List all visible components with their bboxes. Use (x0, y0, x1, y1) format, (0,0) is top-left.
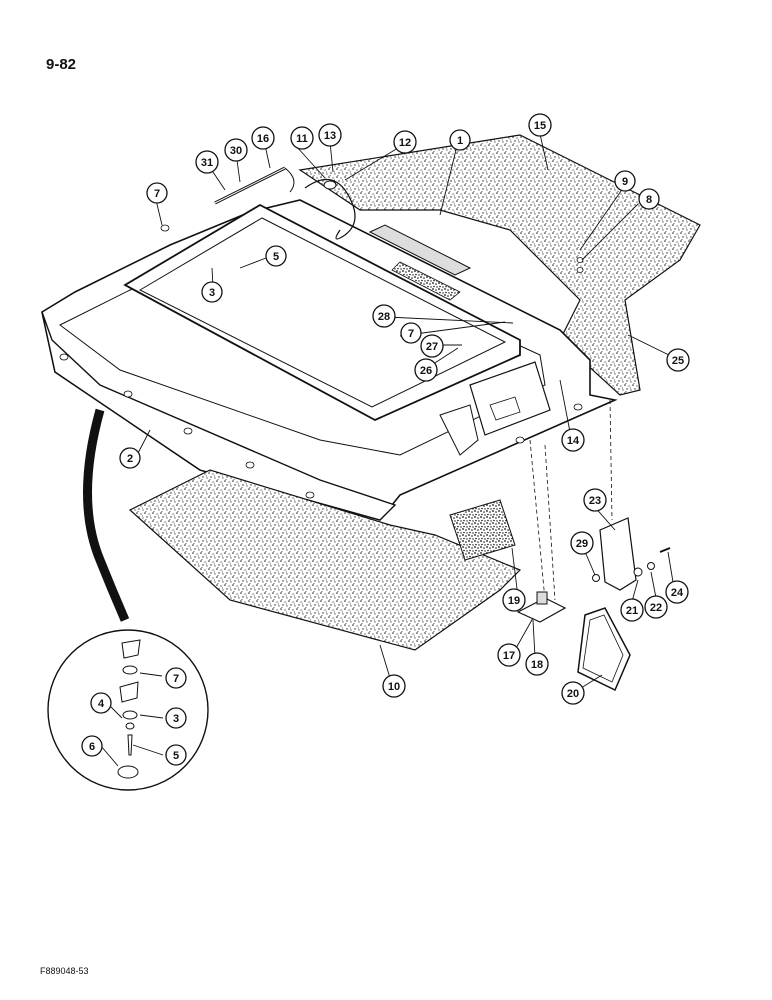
callout-19: 19 (502, 588, 526, 612)
dash-leader-23 (609, 399, 613, 521)
callout-detail-4: 4 (90, 692, 112, 714)
callout-7b: 7 (400, 322, 422, 344)
callout-29-label: 29 (576, 538, 588, 550)
callout-31-label: 31 (201, 157, 213, 169)
detail-arc (83, 408, 130, 622)
light-strip (368, 224, 472, 276)
bracket-23 (599, 517, 637, 591)
callout-25-label: 25 (672, 355, 684, 367)
callout-detail-4-label: 4 (98, 698, 105, 710)
callout-2: 2 (119, 447, 141, 469)
callout-detail-7: 7 (165, 667, 187, 689)
callout-9: 9 (614, 170, 636, 192)
vent-grille (391, 261, 461, 301)
callout-15-label: 15 (534, 120, 546, 132)
page-number: 9-82 (46, 56, 77, 73)
callout-1-label: 1 (457, 135, 463, 147)
callout-26: 26 (414, 358, 438, 382)
callout-17-label: 17 (503, 650, 515, 662)
callout-16-label: 16 (257, 133, 269, 145)
callout-8-label: 8 (646, 194, 652, 206)
callout-24-label: 24 (671, 587, 684, 599)
rod-16-inner (214, 167, 286, 204)
insulation-mat-lower (128, 469, 522, 651)
callout-8: 8 (638, 188, 660, 210)
callout-3: 3 (201, 281, 223, 303)
callout-23-label: 23 (589, 495, 601, 507)
cable-16 (284, 167, 295, 193)
callout-11: 11 (290, 126, 314, 150)
callout-detail-3: 3 (165, 707, 187, 729)
callout-14: 14 (561, 428, 585, 452)
callout-16: 16 (251, 126, 275, 150)
callout-27-label: 27 (426, 341, 438, 353)
callout-30: 30 (224, 138, 248, 162)
callout-13-label: 13 (324, 130, 336, 142)
callout-29: 29 (570, 531, 594, 555)
callout-28: 28 (372, 304, 396, 328)
callout-15: 15 (528, 113, 552, 137)
callout-5: 5 (265, 245, 287, 267)
callout-9-label: 9 (622, 176, 628, 188)
callout-12-label: 12 (399, 137, 411, 149)
washer-29 (592, 574, 600, 582)
callout-1: 1 (449, 129, 471, 151)
callout-18: 18 (525, 652, 549, 676)
callouts: 1 2 3 5 7 7 8 9 10 11 12 13 14 15 16 17 … (81, 113, 690, 766)
callout-31: 31 (195, 150, 219, 174)
spacer-21 (633, 567, 643, 577)
callout-17: 17 (497, 643, 521, 667)
callout-22: 22 (644, 595, 668, 619)
callout-11-label: 11 (296, 133, 308, 145)
callout-detail-7-label: 7 (173, 673, 179, 685)
mirror-glass (582, 614, 624, 683)
callout-30-label: 30 (230, 145, 242, 157)
plate-connector (536, 591, 548, 605)
control-panel-inner (489, 396, 521, 421)
callout-21: 21 (620, 598, 644, 622)
callout-22-label: 22 (650, 602, 662, 614)
cable-12 (304, 178, 356, 240)
callout-detail-5: 5 (165, 744, 187, 766)
dash-leader-14 (544, 444, 556, 601)
grommet-11 (323, 180, 337, 190)
headliner-front-lip (41, 311, 397, 521)
callout-detail-5-label: 5 (173, 750, 179, 762)
callout-25: 25 (666, 348, 690, 372)
callout-2-label: 2 (127, 453, 133, 465)
callout-18-label: 18 (531, 659, 543, 671)
callout-3-label: 3 (209, 287, 215, 299)
callout-14-label: 14 (567, 435, 580, 447)
washer-22 (647, 562, 655, 570)
callout-detail-6-label: 6 (89, 741, 95, 753)
callout-26-label: 26 (420, 365, 432, 377)
figure-code: F889048-53 (40, 966, 89, 976)
callout-20-label: 20 (567, 688, 579, 700)
callout-23: 23 (583, 488, 607, 512)
dash-leader-19 (529, 439, 546, 601)
callout-10-label: 10 (388, 681, 400, 693)
callout-19-label: 19 (508, 595, 520, 607)
callout-21-label: 21 (626, 605, 638, 617)
callout-10: 10 (382, 674, 406, 698)
callout-24: 24 (665, 580, 689, 604)
callout-20: 20 (561, 681, 585, 705)
callout-13: 13 (318, 123, 342, 147)
callout-28-label: 28 (378, 311, 390, 323)
callout-detail-6: 6 (81, 735, 103, 757)
latch-bracket (439, 404, 479, 456)
roof-opening-inner (138, 217, 507, 408)
callout-7a-label: 7 (154, 188, 160, 200)
callout-detail-3-label: 3 (173, 713, 179, 725)
screw-24 (659, 547, 671, 553)
callout-7b-label: 7 (408, 328, 414, 340)
callout-12: 12 (393, 130, 417, 154)
mounting-holes (59, 224, 584, 499)
callout-5-label: 5 (273, 251, 279, 263)
pad-19 (449, 499, 516, 561)
detail-fastener-stack (117, 639, 141, 779)
callout-7a: 7 (146, 182, 168, 204)
callout-27: 27 (420, 334, 444, 358)
